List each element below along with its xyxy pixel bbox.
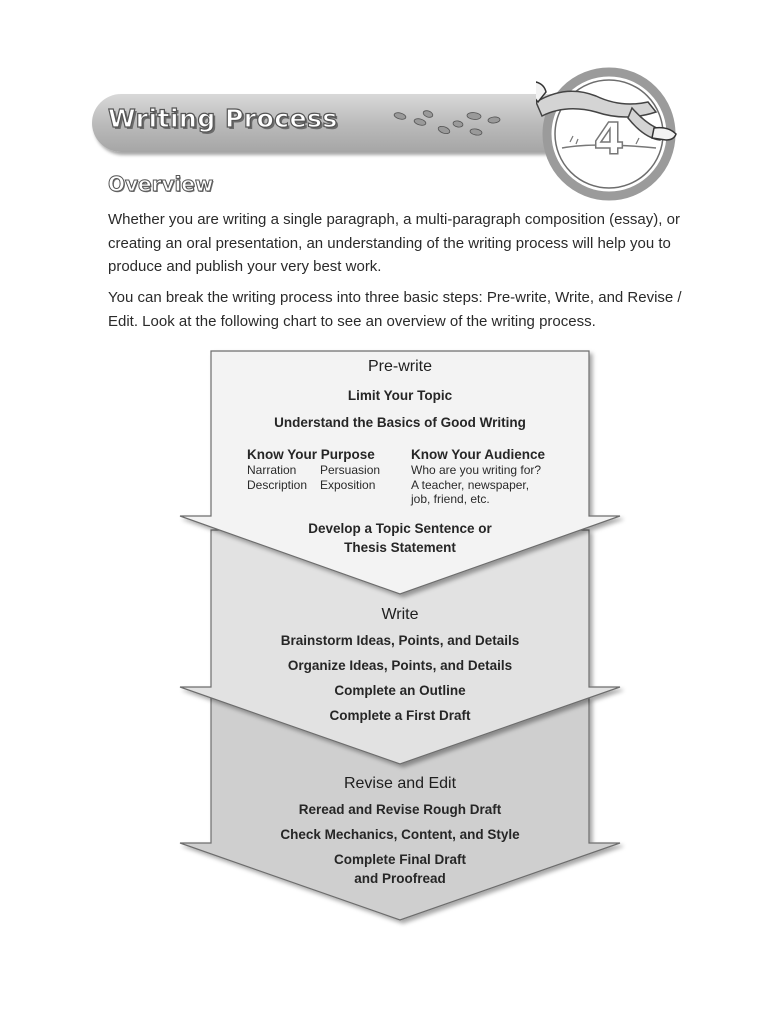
footprints-icon [393,110,501,136]
chapter-badge-runner-icon: 4 [536,67,677,201]
revise-item-proofread: and Proofread [354,871,446,886]
prewrite-item-thesis-statement: Thesis Statement [344,540,456,555]
write-item-brainstorm: Brainstorm Ideas, Points, and Details [280,633,520,648]
revise-item-final-draft: Complete Final Draft [333,852,466,867]
revise-item-check-mechanics: Check Mechanics, Content, and Style [280,827,520,842]
prewrite-step-arrow [179,350,621,595]
prewrite-item-topic-sentence: Develop a Topic Sentence or [308,521,492,536]
prewrite-item-limit-topic: Limit Your Topic [347,388,453,403]
write-heading: Write [381,606,419,623]
purpose-type-exposition: Exposition [320,477,376,492]
purpose-heading: Know Your Purpose [247,447,375,462]
write-item-organize: Organize Ideas, Points, and Details [287,658,513,673]
chapter-number: 4 [594,114,625,165]
intro-paragraph: Whether you are writing a single paragra… [108,211,680,275]
audience-line: job, friend, etc. [411,492,490,506]
write-item-first-draft: Complete a First Draft [329,708,471,723]
prewrite-heading: Pre-write [367,358,432,375]
revise-step-arrow [179,697,621,921]
revise-item-reread: Reread and Revise Rough Draft [298,802,502,817]
prewrite-item-basics: Understand the Basics of Good Writing [274,415,526,430]
audience-heading: Know Your Audience [411,447,546,462]
page-title: Writing Process [107,103,338,133]
write-item-outline: Complete an Outline [334,683,466,698]
section-heading-overview: Overview [107,172,214,197]
audience-line: A teacher, newspaper, [411,477,530,492]
revise-heading: Revise and Edit [343,775,457,792]
audience-line: Who are you writing for? [411,463,542,477]
write-step-arrow [179,529,621,765]
purpose-type-persuasion: Persuasion [320,463,381,477]
purpose-type-narration: Narration [247,463,297,477]
purpose-type-description: Description [247,477,308,492]
chapter-banner [92,94,612,152]
steps-paragraph: You can break the writing process into t… [108,289,682,330]
